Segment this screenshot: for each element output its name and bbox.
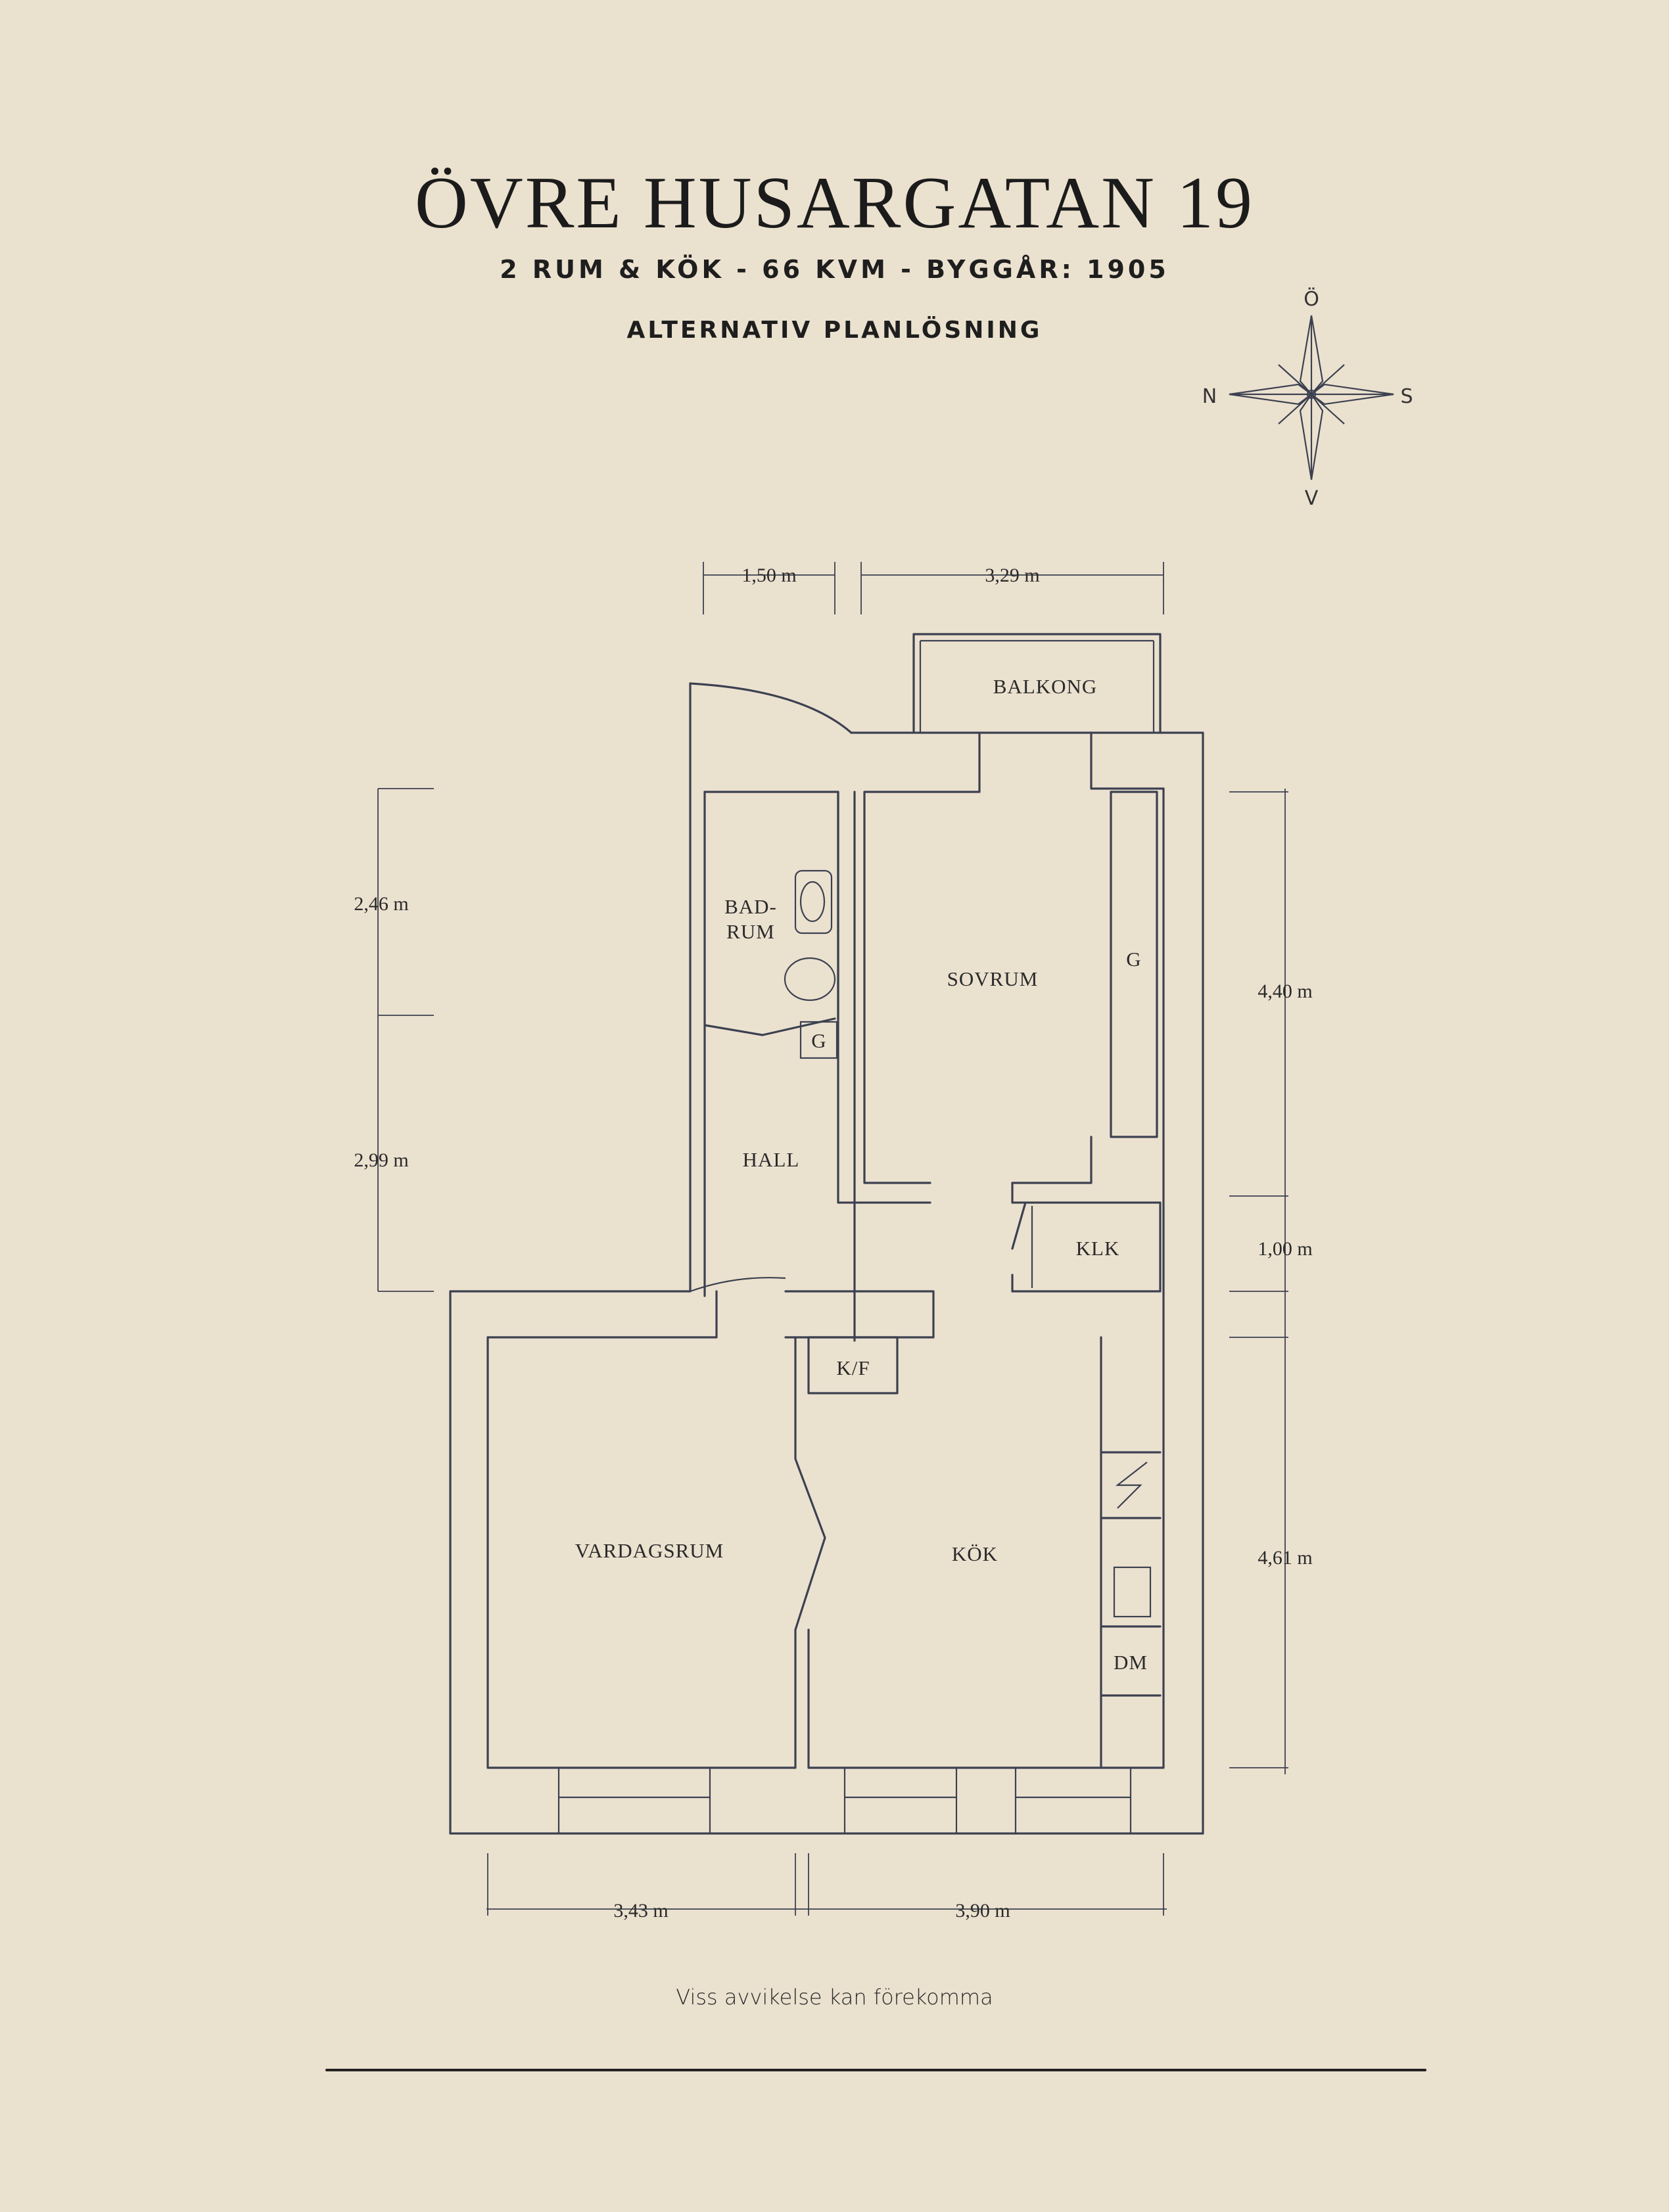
fridge-freezer: K/F <box>807 1336 899 1394</box>
room-label-kok: KÖK <box>952 1542 998 1565</box>
compass-east-label: Ö <box>1304 287 1319 311</box>
dimension-label-right-upper: 4,40 m <box>1258 980 1312 1002</box>
room-label-klk: KLK <box>1076 1237 1120 1260</box>
compass-west-label: V <box>1305 487 1319 510</box>
room-label-vardagsrum: VARDAGSRUM <box>575 1539 724 1562</box>
room-label-hall: HALL <box>743 1148 800 1171</box>
property-title: ÖVRE HUSARGATAN 19 <box>414 162 1255 244</box>
room-label-sovrum: SOVRUM <box>947 967 1039 990</box>
bathroom: BAD- RUM G <box>703 791 839 1059</box>
room-label-badrum-1: BAD- <box>724 895 777 918</box>
compass-south-label: S <box>1400 385 1413 408</box>
dimension-lines-right: 4,40 m 1,00 m 4,61 m <box>1229 789 1313 1774</box>
windows <box>557 1768 1132 1833</box>
closet-label-hall: G <box>811 1029 826 1052</box>
kitchen-counter: DM <box>1100 1336 1162 1769</box>
dimension-label-bottom-right: 3,90 m <box>955 1900 1010 1922</box>
compass-icon: Ö N S V <box>1202 287 1413 510</box>
dimension-label-top-right: 3,29 m <box>985 565 1039 586</box>
dimension-lines-bottom: 3,43 m 3,90 m <box>486 1853 1167 1922</box>
klk-closet: KLK <box>1011 1201 1162 1293</box>
dimension-lines-left: 2,46 m 2,99 m <box>354 788 434 1292</box>
bedroom: SOVRUM G <box>837 731 1165 1204</box>
closet-label-sovrum: G <box>1126 948 1141 971</box>
dimension-lines-top: 1,50 m 3,29 m <box>703 562 1164 614</box>
dimension-label-right-middle: 1,00 m <box>1258 1238 1312 1260</box>
dimension-label-left-upper: 2,46 m <box>354 893 408 915</box>
property-summary: 2 RUM & KÖK - 66 KVM - BYGGÅR: 1905 <box>500 255 1169 284</box>
appliance-label-dm: DM <box>1114 1651 1148 1674</box>
balcony: BALKONG <box>912 633 1162 734</box>
disclaimer-text: Viss avvikelse kan förekomma <box>676 1985 993 2010</box>
room-label-balkong: BALKONG <box>993 675 1098 698</box>
compass-north-label: N <box>1202 385 1217 408</box>
dimension-label-left-lower: 2,99 m <box>354 1149 408 1171</box>
exterior-walls <box>449 682 1204 1835</box>
footer-divider <box>325 2069 1426 2071</box>
appliance-label-kf: K/F <box>836 1356 870 1379</box>
room-label-badrum-2: RUM <box>726 920 775 943</box>
dimension-label-right-lower: 4,61 m <box>1258 1547 1312 1569</box>
dimension-label-bottom-left: 3,43 m <box>613 1900 668 1922</box>
hall: HALL <box>743 1148 800 1171</box>
dimension-label-top-left: 1,50 m <box>741 565 796 586</box>
plan-type-label: ALTERNATIV PLANLÖSNING <box>626 317 1043 344</box>
interior-doors <box>690 1277 826 1631</box>
